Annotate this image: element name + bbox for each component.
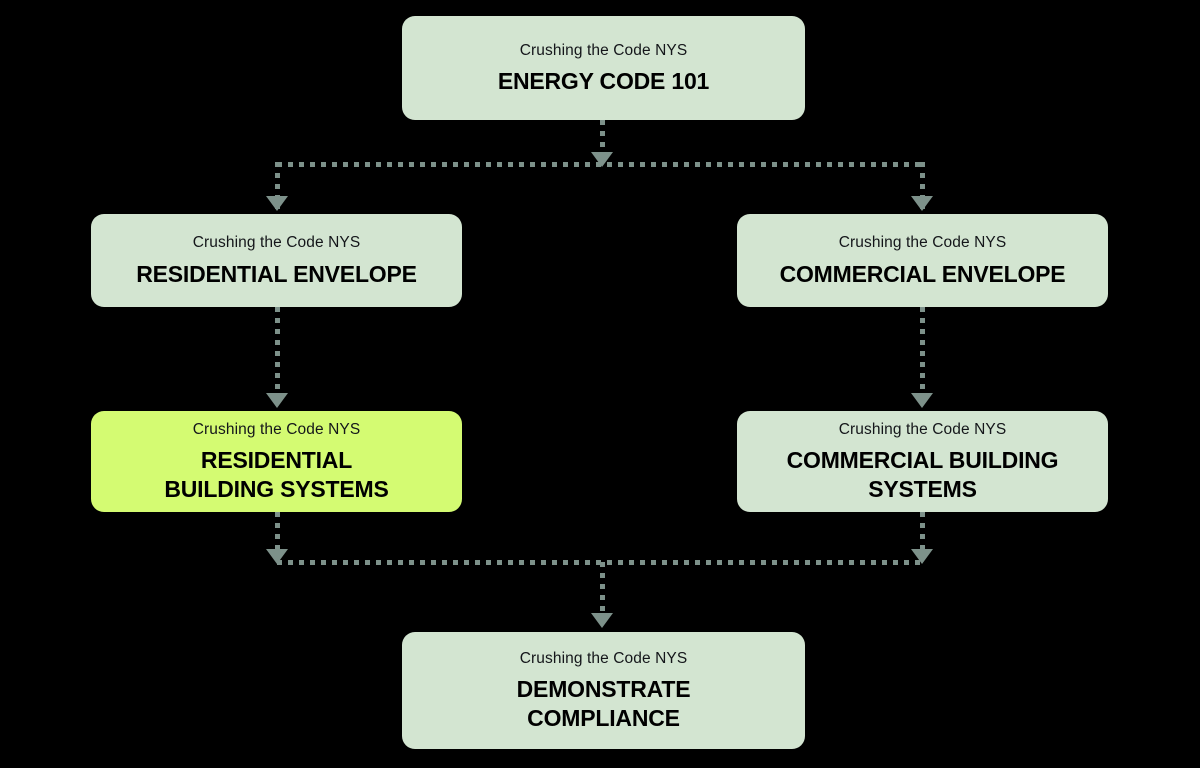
arrowhead-to-commercial-envelope xyxy=(911,196,933,211)
node-title-line-2: SYSTEMS xyxy=(868,475,977,502)
node-residential-building-systems[interactable]: Crushing the Code NYS RESIDENTIAL BUILDI… xyxy=(91,411,462,512)
node-demonstrate-compliance[interactable]: Crushing the Code NYS DEMONSTRATE COMPLI… xyxy=(402,632,805,749)
node-title-line-1: RESIDENTIAL xyxy=(200,447,353,474)
arrowhead-to-demonstrate-compliance xyxy=(591,613,613,628)
node-title-line-2: BUILDING SYSTEMS xyxy=(164,475,389,502)
node-title: RESIDENTIAL ENVELOPE xyxy=(136,260,417,287)
connector-to-residential-building-systems xyxy=(275,307,280,406)
node-commercial-envelope[interactable]: Crushing the Code NYS COMMERCIAL ENVELOP… xyxy=(737,214,1108,307)
node-eyebrow: Crushing the Code NYS xyxy=(838,420,1007,438)
connector-energy-code-stub xyxy=(600,120,605,164)
node-eyebrow: Crushing the Code NYS xyxy=(519,649,688,667)
node-title: DEMONSTRATE COMPLIANCE xyxy=(517,675,691,732)
arrowhead-to-residential-building-systems xyxy=(266,393,288,408)
node-title-line-1: DEMONSTRATE xyxy=(516,676,691,703)
connector-residential-systems-to-collector xyxy=(275,512,280,558)
connector-commercial-systems-to-collector xyxy=(920,512,925,558)
arrowhead-residential-systems-to-collector xyxy=(266,549,288,564)
connector-to-residential-envelope xyxy=(275,162,280,209)
node-eyebrow: Crushing the Code NYS xyxy=(192,420,361,438)
connector-to-commercial-envelope xyxy=(920,162,925,209)
node-residential-envelope[interactable]: Crushing the Code NYS RESIDENTIAL ENVELO… xyxy=(91,214,462,307)
node-eyebrow: Crushing the Code NYS xyxy=(192,234,361,252)
node-title: ENERGY CODE 101 xyxy=(497,68,710,95)
node-energy-code[interactable]: Crushing the Code NYS ENERGY CODE 101 xyxy=(402,16,805,120)
node-commercial-building-systems[interactable]: Crushing the Code NYS COMMERCIAL BUILDIN… xyxy=(737,411,1108,512)
arrowhead-energy-code-stub xyxy=(591,152,613,167)
arrowhead-to-commercial-building-systems xyxy=(911,393,933,408)
node-eyebrow: Crushing the Code NYS xyxy=(519,41,688,59)
node-title: COMMERCIAL BUILDING SYSTEMS xyxy=(787,446,1059,503)
node-title-line-2: COMPLIANCE xyxy=(527,704,680,731)
node-eyebrow: Crushing the Code NYS xyxy=(838,234,1007,252)
connector-to-commercial-building-systems xyxy=(920,307,925,406)
arrowhead-to-residential-envelope xyxy=(266,196,288,211)
arrowhead-commercial-systems-to-collector xyxy=(911,549,933,564)
node-title: RESIDENTIAL BUILDING SYSTEMS xyxy=(164,446,388,503)
node-title: COMMERCIAL ENVELOPE xyxy=(779,260,1066,287)
connector-to-demonstrate-compliance xyxy=(600,562,605,614)
node-title-line-1: COMMERCIAL BUILDING xyxy=(786,447,1059,474)
